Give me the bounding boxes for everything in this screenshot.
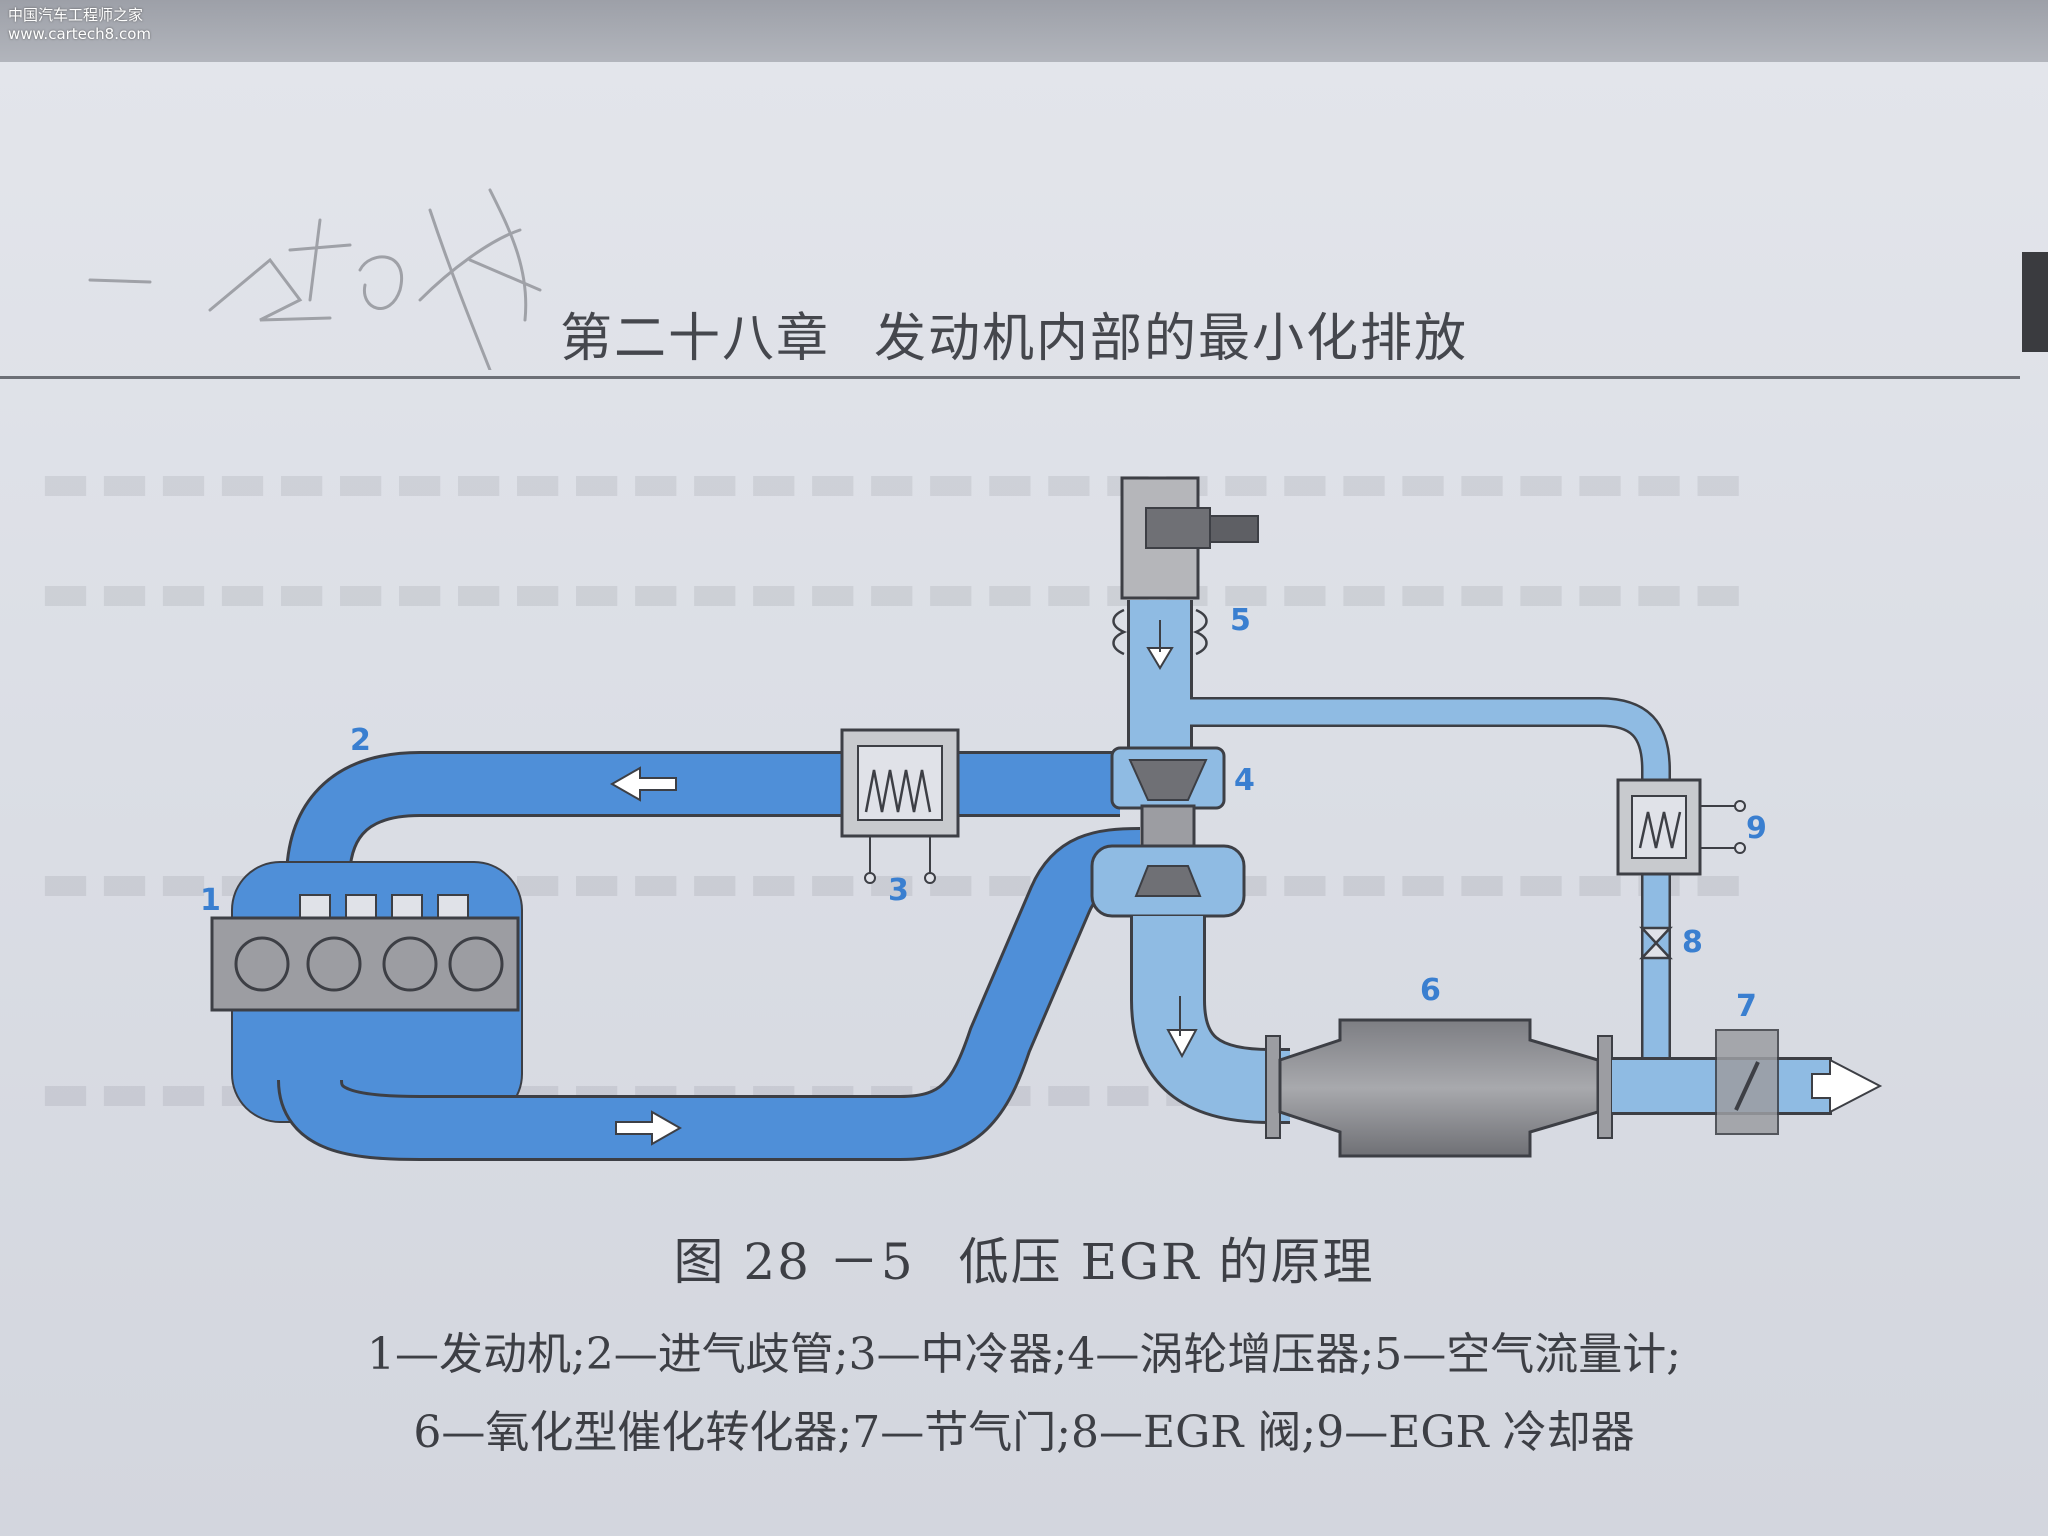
- turbocharger: [1090, 746, 1246, 918]
- watermark-site-name: 中国汽车工程师之家: [8, 6, 144, 24]
- arrow-left-icon: [609, 766, 677, 802]
- chapter-title: 发动机内部的最小化排放: [874, 309, 1469, 369]
- cylinder: [382, 936, 438, 992]
- intercooler: [840, 728, 960, 884]
- bleed-through-text: ▬▬▬▬▬▬▬▬▬▬▬▬▬▬▬▬▬▬▬▬▬▬▬▬▬▬▬▬▬: [40, 450, 1752, 513]
- arrow-right-icon: [1811, 1058, 1883, 1114]
- label-intercooler: 3: [888, 873, 909, 908]
- egr-valve: [1639, 926, 1673, 960]
- watermark-url: www.cartech8.com: [8, 25, 152, 43]
- figure-title: 低压 EGR 的原理: [958, 1233, 1375, 1291]
- page-edge-tab: [2022, 252, 2048, 352]
- cylinder: [306, 936, 362, 992]
- header-rule: [0, 376, 2020, 379]
- flow-arrows: [609, 766, 683, 1146]
- egr-cooler: [1616, 778, 1746, 876]
- arrow-down-icon: [1146, 620, 1174, 670]
- catalytic-converter: [1265, 1018, 1613, 1158]
- arrow-right-icon: [615, 1110, 683, 1146]
- watermark: 中国汽车工程师之家 www.cartech8.com: [8, 6, 151, 44]
- figure-number: 图 28 －5: [673, 1233, 915, 1291]
- label-engine: 1: [200, 883, 221, 918]
- legend-line-2: 6—氧化型催化转化器;7—节气门;8—EGR 阀;9—EGR 冷却器: [413, 1407, 1635, 1458]
- label-air-flow-meter: 5: [1230, 603, 1251, 638]
- egr-return-line: [1190, 697, 1671, 1080]
- label-turbocharger: 4: [1234, 763, 1255, 798]
- label-throttle-valve: 7: [1736, 989, 1757, 1024]
- bleed-through-text: ▬▬▬▬▬▬▬▬▬▬▬▬▬▬▬▬▬▬▬▬▬▬▬▬▬▬▬▬▬: [40, 560, 1752, 623]
- exhaust-downpipe: [1130, 916, 1308, 1124]
- engine-block: [210, 916, 520, 1012]
- handwritten-scribble: [88, 188, 542, 370]
- component-labels: 1 2 3 4 5 6 7 8 9: [200, 603, 1767, 1024]
- arrow-down-icon: [1166, 996, 1198, 1059]
- label-egr-valve: 8: [1682, 925, 1703, 960]
- legend-line-1: 1—发动机;2—进气歧管;3—中冷器;4—涡轮增压器;5—空气流量计;: [366, 1329, 1682, 1380]
- label-egr-cooler: 9: [1746, 811, 1767, 846]
- exhaust-manifold-pipe: [277, 827, 1141, 1161]
- label-catalytic-converter: 6: [1420, 973, 1441, 1008]
- label-intake-manifold: 2: [350, 723, 371, 758]
- chapter-number: 第二十八章: [560, 309, 831, 369]
- chapter-header: 第二十八章发动机内部的最小化排放: [560, 296, 1468, 371]
- figure-caption: 图 28 －5 低压 EGR 的原理: [0, 1222, 2048, 1294]
- cylinder: [448, 936, 504, 992]
- air-flow-meter: [1112, 476, 1259, 670]
- cylinder: [234, 936, 290, 992]
- throttle-valve: [1715, 1029, 1779, 1135]
